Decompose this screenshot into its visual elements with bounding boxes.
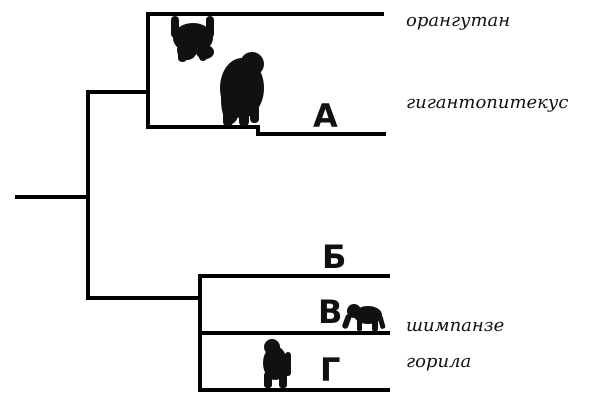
gigantopithecus-silhouette-icon <box>220 52 264 126</box>
label-chimpanzee: шимпанзе <box>406 315 504 336</box>
orangutan-silhouette-icon <box>171 16 214 62</box>
marker-g: Г <box>320 351 340 389</box>
marker-a: А <box>313 97 338 135</box>
marker-v: В <box>318 293 342 331</box>
marker-b: Б <box>322 238 346 276</box>
label-gorilla: горила <box>406 351 471 372</box>
gorilla-silhouette-icon <box>263 339 291 388</box>
label-gigantopithecus: гигантопитекус <box>406 92 568 113</box>
label-orangutan: орангутан <box>406 10 510 31</box>
gigantopithecus-branch <box>146 125 386 136</box>
chimpanzee-silhouette-icon <box>342 304 386 332</box>
